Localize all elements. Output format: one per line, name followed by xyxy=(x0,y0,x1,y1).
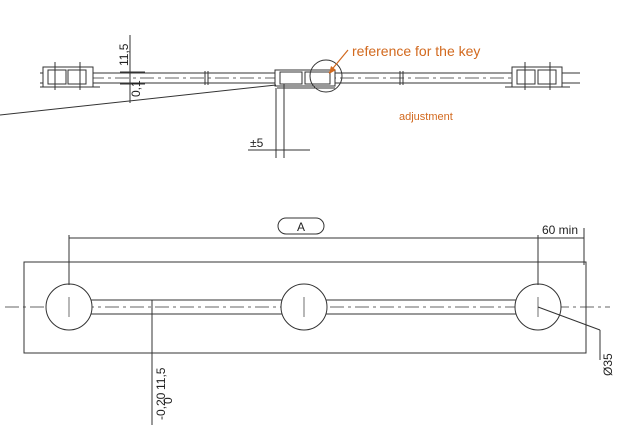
adjustment-annotation: adjustment xyxy=(399,111,453,123)
top-tolerance-label: ±5 xyxy=(250,136,264,150)
top-gap-label: 0,1 xyxy=(129,80,143,97)
end-min-label: 60 min xyxy=(542,223,578,237)
bottom-tol-upper: 0 xyxy=(161,397,175,404)
reference-arrow xyxy=(328,49,349,74)
side-view xyxy=(0,35,580,158)
bottom-height-label: 11,5 xyxy=(154,367,168,390)
plan-view xyxy=(5,217,610,425)
top-height-label: 11,5 xyxy=(117,43,131,66)
bottom-tol-lower: -0,20 xyxy=(154,392,168,420)
span-label: A xyxy=(297,220,305,234)
hole-diameter-label: Ø35 xyxy=(601,353,615,376)
reference-annotation: reference for the key xyxy=(352,43,480,59)
